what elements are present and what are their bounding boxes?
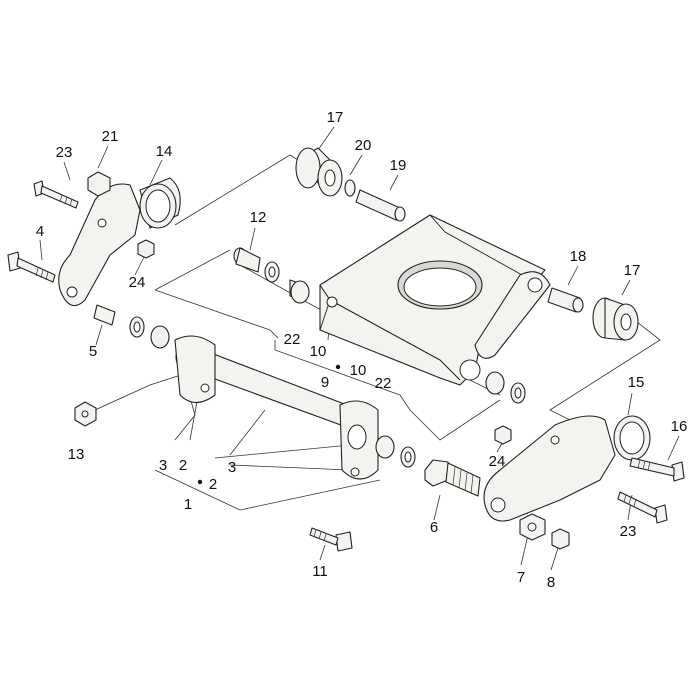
- callout-16: 16: [671, 418, 688, 435]
- group-dot-1: [197, 479, 203, 485]
- callout-23b: 23: [620, 523, 637, 540]
- callout-labels: 1 2 2 3 3 4 5 6 7 8 9 10 10 11 12 13 14 …: [36, 109, 688, 591]
- right-bracket-part: [483, 415, 651, 522]
- callout-3a: 3: [159, 457, 167, 474]
- swing-arm-part: [319, 214, 551, 386]
- callout-13: 13: [68, 446, 85, 463]
- callout-19: 19: [390, 157, 407, 174]
- callout-21: 21: [102, 128, 119, 145]
- callout-18: 18: [570, 248, 587, 265]
- callout-12: 12: [250, 209, 267, 226]
- callout-17b: 17: [624, 262, 641, 279]
- callout-6: 6: [430, 519, 438, 536]
- bushing-right-part: [592, 297, 639, 341]
- left-bracket-part: [58, 177, 181, 307]
- callout-2b: 2: [209, 476, 217, 493]
- group-dot-9: [335, 364, 341, 370]
- callout-10a: 10: [310, 343, 327, 360]
- callout-20: 20: [355, 137, 372, 154]
- callout-7: 7: [517, 569, 525, 586]
- callout-4: 4: [36, 223, 44, 240]
- callout-23a: 23: [56, 144, 73, 161]
- callout-15: 15: [628, 374, 645, 391]
- callout-22a: 22: [284, 331, 301, 348]
- bolts: [7, 180, 685, 552]
- callout-24b: 24: [489, 453, 506, 470]
- bushing-top-part: [295, 147, 343, 197]
- callout-9: 9: [321, 374, 329, 391]
- callout-1: 1: [184, 496, 192, 513]
- callout-22b: 22: [375, 375, 392, 392]
- callout-8: 8: [547, 574, 555, 591]
- callout-14: 14: [156, 143, 173, 160]
- callout-11: 11: [312, 563, 328, 580]
- callout-5: 5: [89, 343, 97, 360]
- callout-3b: 3: [228, 459, 236, 476]
- callout-10b: 10: [350, 362, 367, 379]
- callout-24a: 24: [129, 274, 146, 291]
- callout-2a: 2: [179, 457, 187, 474]
- main-tube-part: [174, 335, 379, 480]
- small-parts: [74, 171, 584, 550]
- callout-17a: 17: [327, 109, 344, 126]
